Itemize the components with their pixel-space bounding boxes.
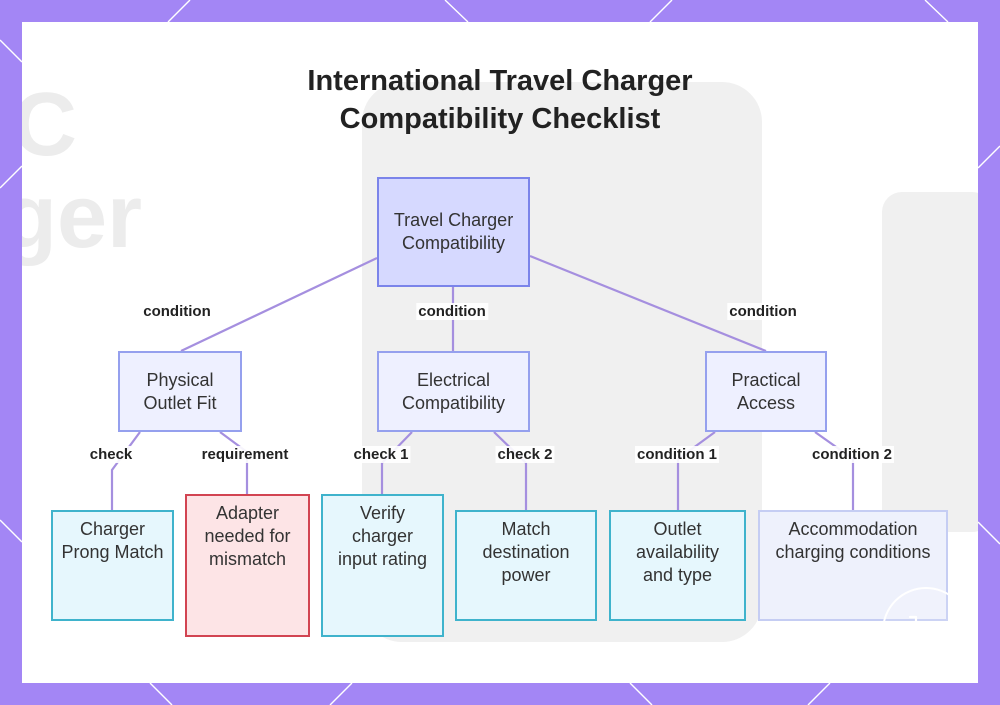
- edge-label-physical-prong: check: [87, 446, 135, 463]
- edge-label-practical-outlet: condition 1: [635, 446, 719, 463]
- edge-physical-adapter: [219, 431, 249, 494]
- background-ghost-text: C: [22, 75, 77, 175]
- diagram-title: International Travel Charger Compatibili…: [200, 62, 800, 138]
- node-verify-charger-input: Verify charger input rating: [321, 494, 444, 637]
- edge-label-electrical-match: check 2: [495, 446, 555, 463]
- edge-physical-prong: [110, 431, 141, 510]
- node-physical-outlet-fit: Physical Outlet Fit: [118, 351, 242, 432]
- edge-electrical-verify: [380, 431, 413, 494]
- edge-practical-outlet: [676, 431, 716, 510]
- edge-label-root-electrical: condition: [416, 303, 488, 320]
- edge-practical-accommodation: [814, 431, 855, 510]
- edge-electrical-match: [493, 431, 528, 510]
- title-line-2: Compatibility Checklist: [339, 103, 661, 135]
- node-adapter-needed: Adapter needed for mismatch: [185, 494, 310, 637]
- node-travel-charger-compatibility: Travel Charger Compatibility: [377, 177, 530, 287]
- background-charger-image-right: [882, 192, 978, 532]
- node-match-destination-power: Match destination power: [455, 510, 597, 621]
- node-charger-prong-match: Charger Prong Match: [51, 510, 174, 621]
- edge-label-root-physical: condition: [141, 303, 213, 320]
- node-electrical-compatibility: Electrical Compatibility: [377, 351, 530, 432]
- edge-label-root-practical: condition: [727, 303, 799, 320]
- background-ghost-text: ger: [22, 167, 143, 267]
- edge-root-practical: [529, 254, 767, 353]
- cart-icon: [904, 607, 948, 656]
- edge-label-electrical-verify: check 1: [351, 446, 411, 463]
- edge-label-practical-accommodation: condition 2: [810, 446, 894, 463]
- title-line-1: International Travel Charger: [307, 65, 693, 97]
- watermark-badge: [882, 587, 970, 675]
- node-outlet-availability: Outlet availability and type: [609, 510, 746, 621]
- edge-root-physical: [180, 257, 378, 352]
- edge-label-physical-adapter: requirement: [199, 446, 291, 463]
- node-practical-access: Practical Access: [705, 351, 827, 432]
